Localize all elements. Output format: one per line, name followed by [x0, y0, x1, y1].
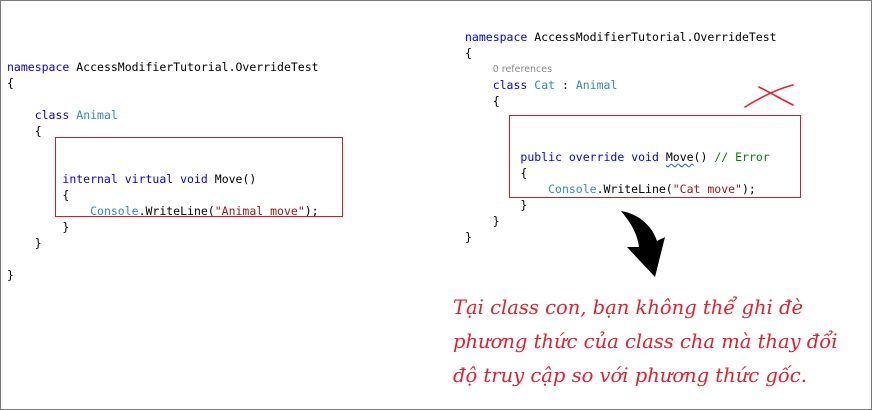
annotation-text: Tại class con, bạn không thể ghi đè phươ…: [453, 291, 863, 393]
red-x-mark-icon: [744, 84, 794, 108]
left-method-line: internal virtual void Move(): [7, 171, 319, 187]
right-open-brace: {: [465, 46, 472, 60]
class-keyword: class: [34, 108, 70, 122]
annotation-line-3: độ truy cập so với phương thức gốc.: [453, 364, 807, 387]
right-code-block: namespace AccessModifierTutorial.Overrid…: [465, 13, 777, 277]
modifier-override: override: [568, 150, 625, 164]
left-code-block: namespace AccessModifierTutorial.Overrid…: [7, 43, 319, 315]
class-keyword: class: [492, 78, 528, 92]
blank-line: [7, 91, 319, 107]
base-class-name: Animal: [575, 78, 618, 92]
left-call-line: Console.WriteLine("Animal move");: [90, 204, 319, 218]
modifier-virtual: virtual: [124, 172, 174, 186]
string-literal: "Cat move": [672, 182, 742, 196]
class-name: Animal: [76, 108, 118, 122]
namespace-keyword: namespace: [465, 30, 528, 44]
string-literal: "Animal move": [214, 204, 305, 218]
left-method-close: }: [62, 220, 70, 234]
annotation-line-1: Tại class con, bạn không thể ghi đè: [453, 296, 803, 319]
blank-line: [7, 251, 319, 267]
namespace-name: AccessModifierTutorial.OverrideTest: [76, 60, 319, 74]
writeline-call: .WriteLine(: [138, 204, 215, 218]
right-method-line: public override void Move() // Error: [520, 150, 770, 164]
class-name: Cat: [534, 78, 556, 92]
right-class-close: }: [492, 214, 500, 228]
annotation-line-2: phương thức của class cha mà thay đổi: [453, 330, 838, 353]
method-name-error[interactable]: Move: [665, 150, 694, 164]
writeline-call: .WriteLine(: [596, 182, 673, 196]
error-comment: // Error: [714, 150, 770, 164]
return-type: void: [631, 150, 659, 164]
curved-arrow-icon: [621, 211, 665, 277]
right-call-line: Console.WriteLine("Cat move");: [548, 182, 756, 196]
left-close-brace: }: [7, 268, 14, 282]
right-class-open: {: [492, 94, 500, 108]
left-class-close: }: [34, 236, 42, 250]
namespace-name: AccessModifierTutorial.OverrideTest: [534, 30, 777, 44]
references-codelens[interactable]: 0 references: [492, 64, 553, 75]
method-name: Move(): [214, 172, 257, 186]
left-open-brace: {: [7, 76, 14, 90]
modifier-internal: internal: [62, 172, 118, 186]
left-class-open: {: [34, 124, 42, 138]
left-class-line: class Animal: [7, 107, 319, 123]
right-method-close: }: [520, 198, 528, 212]
right-namespace-line: namespace AccessModifierTutorial.Overrid…: [465, 29, 777, 45]
namespace-keyword: namespace: [7, 60, 70, 74]
right-close-brace: }: [465, 230, 472, 244]
modifier-public: public: [520, 150, 562, 164]
right-class-line: class Cat : Animal: [492, 78, 618, 92]
right-method-highlight-box: [509, 115, 801, 198]
left-method-open: {: [62, 188, 70, 202]
console-type: Console: [90, 204, 139, 218]
left-namespace-line: namespace AccessModifierTutorial.Overrid…: [7, 59, 319, 75]
right-method-open: {: [520, 166, 528, 180]
console-type: Console: [548, 182, 597, 196]
left-method-highlight-box: [55, 137, 343, 217]
return-type: void: [180, 172, 208, 186]
